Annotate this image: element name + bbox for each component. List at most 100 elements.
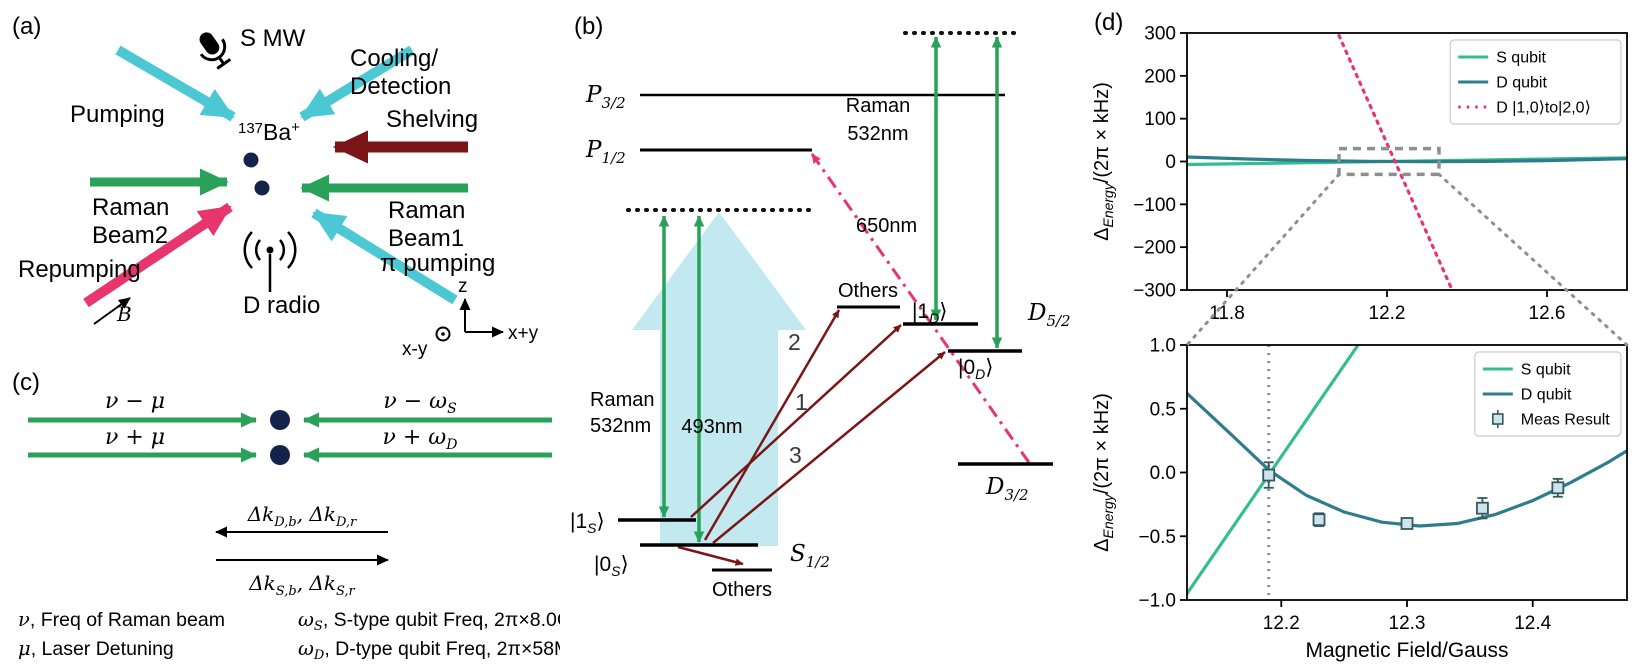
coordinate-axes: z x+y x-y	[402, 276, 539, 360]
legend-label: S qubit	[1496, 50, 1546, 67]
y-tick-label: 1.0	[1150, 336, 1176, 357]
series-s-qubit	[1187, 345, 1360, 596]
panel-a-label: (a)	[12, 13, 41, 40]
meas-point	[1262, 461, 1276, 489]
cooling-detection-arrow	[299, 45, 415, 122]
ion-dot	[270, 445, 290, 465]
raman-beam1-label-1: Raman	[388, 197, 465, 224]
legend-nu-text: ν, Freq of Raman beam	[18, 608, 225, 631]
s-mw-label: S MW	[240, 25, 306, 52]
microphone-icon	[199, 32, 232, 70]
legend-label: D qubit	[1521, 387, 1572, 404]
others-top-label: Others	[838, 280, 898, 302]
delta-k-d-label: ΔkD,b, ΔkD,r	[247, 502, 357, 530]
raman-beam2-label-2: Beam2	[92, 222, 168, 249]
y-tick-label: 200	[1144, 66, 1176, 87]
others-bottom-label: Others	[712, 579, 772, 601]
y-tick-label: −0.5	[1138, 527, 1176, 548]
ket-1d-label: |1D⟩	[912, 300, 947, 326]
legend-box	[1474, 351, 1622, 437]
ion-dot	[254, 180, 270, 196]
raman-beam2-label-1: Raman	[92, 194, 169, 221]
pumping-label: Pumping	[70, 101, 165, 128]
y-tick-label: −200	[1133, 238, 1176, 259]
raman-532-left-label-2: 532nm	[590, 415, 651, 437]
x-tick-label: 12.3	[1389, 613, 1426, 634]
pi-pumping-label: π pumping	[380, 250, 495, 277]
p12-label: P1/2	[585, 137, 626, 167]
x-tick-label: 11.8	[1209, 303, 1245, 324]
raman-transition-arrow	[690, 324, 902, 518]
freq-label-nu-minus-ws: ν − ωS	[383, 389, 456, 417]
meas-point	[1400, 517, 1414, 530]
raman-532-right-label-1: Raman	[846, 95, 910, 117]
legend-marker-square	[1491, 413, 1504, 425]
meas-point	[1476, 497, 1489, 520]
raman-beam1-label-2: Beam1	[388, 225, 464, 252]
x-tick-label: 12.4	[1514, 613, 1551, 634]
650nm-label: 650nm	[856, 215, 917, 237]
y-tick-label: 0	[1165, 152, 1176, 173]
ket-1s-label: |1S⟩	[570, 510, 605, 536]
650nm-transition-line	[810, 153, 1032, 465]
panel-a: (a) S MW Pumping Cooling/ Detection Shel…	[12, 13, 539, 360]
axis-z-label: z	[458, 276, 468, 297]
y-tick-label: −1.0	[1138, 591, 1176, 612]
freq-label-nu-plus-wd: ν + ωD	[383, 425, 458, 453]
pi-pumping-arrow	[311, 208, 458, 305]
y-tick-label: −300	[1133, 281, 1176, 302]
b-field-arrow	[93, 297, 131, 325]
plot-area	[1187, 345, 1627, 600]
raman-transition-arrow	[712, 351, 946, 544]
meas-marker	[1262, 468, 1276, 482]
axis-xmy-label: x-y	[402, 339, 428, 360]
ion-dot	[270, 410, 290, 430]
cooling-label-1: Cooling/	[350, 45, 438, 72]
d52-label: D5/2	[1027, 300, 1071, 330]
x-tick-label: 12.6	[1529, 303, 1566, 324]
d32-label: D3/2	[985, 474, 1029, 504]
p32-label: P3/2	[585, 82, 626, 112]
x-tick-label: 12.2	[1263, 613, 1300, 634]
raman-532-right-label-2: 532nm	[847, 123, 908, 145]
freq-label-nu-minus-mu: ν − μ	[105, 389, 165, 414]
meas-point	[1551, 477, 1565, 498]
ket-0d-label: |0D⟩	[958, 356, 993, 382]
delta-k-s-label: ΔkS,b, ΔkS,r	[248, 571, 355, 599]
legend-label: D qubit	[1496, 75, 1547, 92]
raman-transition-arrow	[703, 309, 841, 541]
transition-number-2: 2	[788, 329, 801, 355]
y-tick-label: 300	[1144, 24, 1176, 45]
pumping-arrow	[115, 45, 236, 122]
repumping-label: Repumping	[18, 256, 141, 283]
s12-label: S1/2	[790, 541, 830, 571]
axis-xpy-label: x+y	[508, 323, 539, 344]
zoom-rect	[1337, 146, 1441, 177]
panel-c-label: (c)	[12, 369, 40, 396]
y-tick-label: −100	[1133, 195, 1176, 216]
panel-b-label: (b)	[574, 13, 603, 40]
panel-a-c: (a) S MW Pumping Cooling/ Detection Shel…	[12, 13, 560, 663]
legend-label: D |1,0⟩to|2,0⟩	[1496, 100, 1591, 117]
b-field-label: B	[116, 302, 132, 326]
transition-number-3: 3	[789, 442, 802, 468]
meas-marker	[1476, 501, 1489, 515]
panel-b: (b) P3/2 P1/2 Raman 532nm 493nm Raman 53…	[570, 13, 1071, 601]
y-axis-label: ΔEnergy/(2π × kHz)	[1091, 82, 1116, 241]
d-radio-label: D radio	[243, 292, 320, 319]
ion-label: 137Ba+	[238, 119, 300, 145]
meas-point	[1312, 512, 1326, 527]
meas-marker	[1400, 517, 1414, 530]
raman-transition-arrow	[677, 545, 744, 566]
plot-area	[1187, 33, 1627, 289]
legend-label: Meas Result	[1521, 412, 1610, 429]
zoom-connector-left	[1185, 172, 1341, 347]
y-tick-label: 0.0	[1150, 463, 1176, 484]
repumping-arrow	[83, 202, 233, 308]
meas-marker	[1312, 513, 1326, 527]
cooling-label-2: Detection	[350, 73, 451, 100]
legend-omega-d-text: ωD, D-type qubit Freq, 2π×58MHz	[298, 637, 560, 663]
